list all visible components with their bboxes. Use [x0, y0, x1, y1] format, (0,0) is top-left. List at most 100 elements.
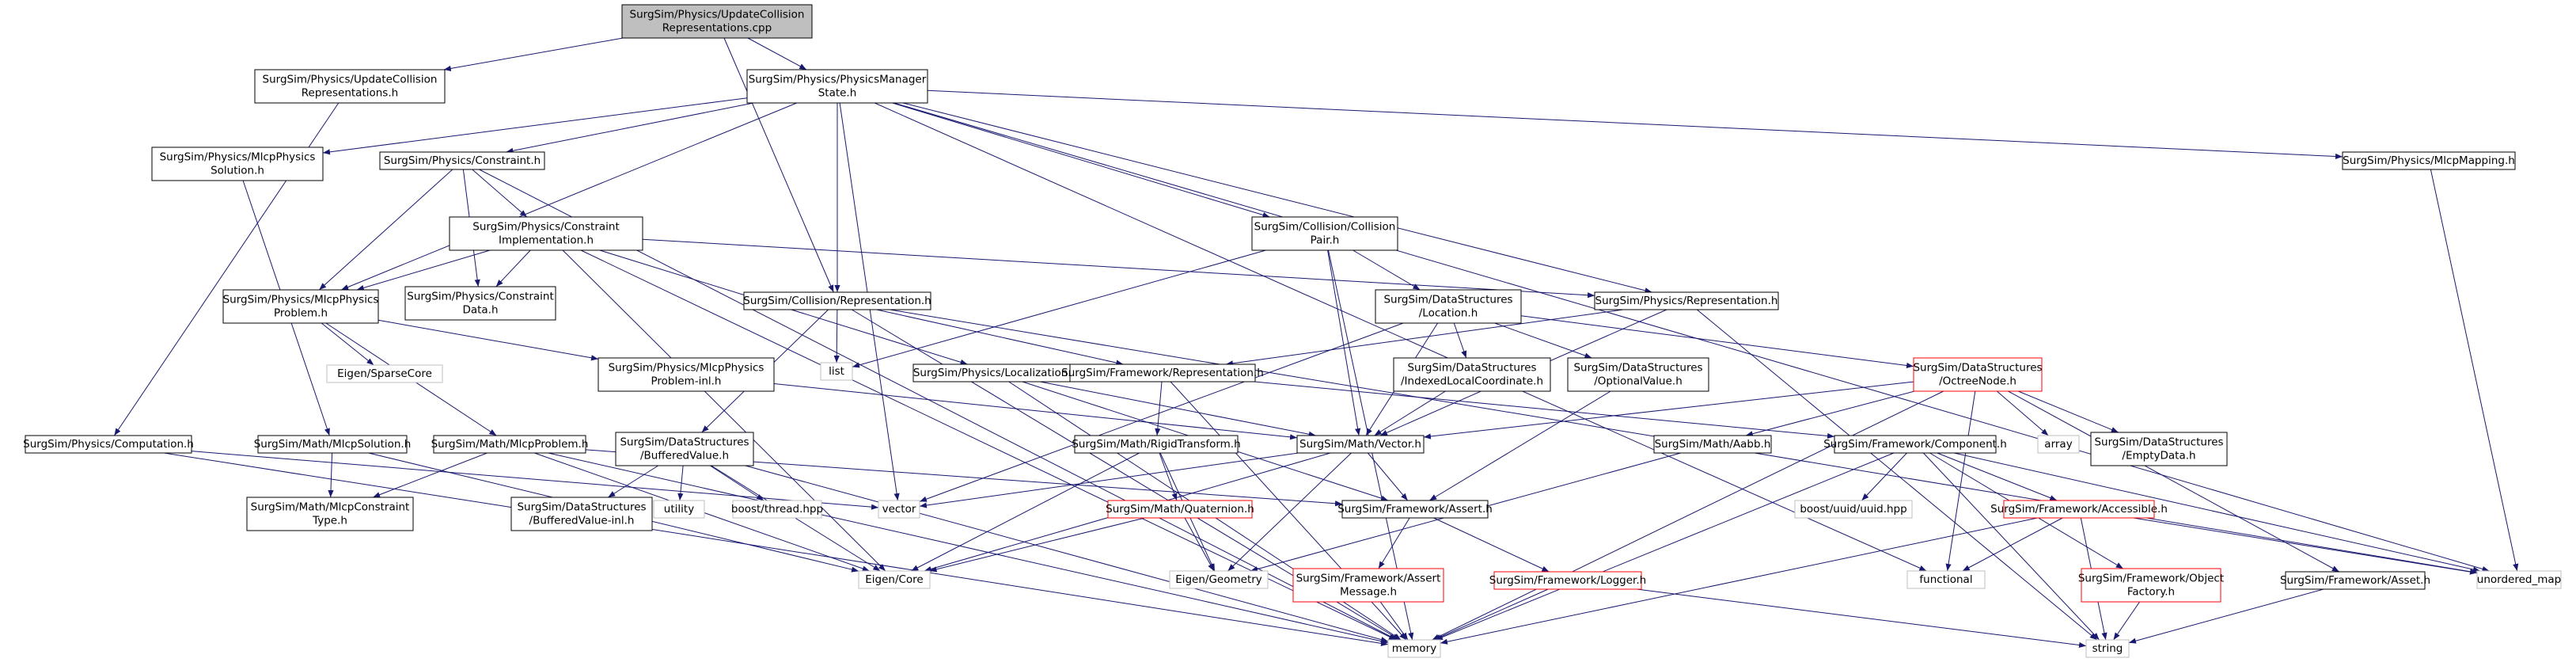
edge-bufval_h-to-boostthread: [710, 465, 764, 501]
node-label: SurgSim/Math/RigidTransform.h: [1072, 438, 1240, 451]
node-list[interactable]: list: [820, 362, 853, 381]
node-box: [653, 500, 705, 519]
node-physrep_h[interactable]: SurgSim/Physics/Representation.h: [1594, 291, 1779, 310]
node-array[interactable]: array: [2037, 435, 2080, 454]
edge-octree_h-to-memory: [1432, 390, 1944, 641]
node-box: [1906, 570, 1986, 589]
edge-colrep_h-to-fwrep_h: [876, 309, 1124, 366]
edge-colpair_h-to-location_h: [1352, 249, 1421, 291]
edge-octree_h-to-vector_h: [1423, 381, 1914, 440]
edge-rigid_h-to-quat_h: [1159, 452, 1178, 501]
node-box: [449, 216, 643, 251]
node-label: SurgSim/Physics/MlcpMapping.h: [2343, 154, 2515, 167]
node-bufval_h[interactable]: SurgSim/DataStructures/BufferedValue.h: [615, 432, 754, 466]
node-idxlocal_h[interactable]: SurgSim/DataStructures/IndexedLocalCoord…: [1393, 357, 1551, 392]
edge-bufval_h-to-memory: [745, 465, 1389, 643]
node-fwasset_h[interactable]: SurgSim/Framework/Asset.h: [2280, 571, 2430, 590]
node-fwrep_h[interactable]: SurgSim/Framework/Representation.h: [1061, 363, 1264, 382]
node-constraint_h[interactable]: SurgSim/Physics/Constraint.h: [379, 151, 545, 170]
node-string[interactable]: string: [2085, 639, 2130, 658]
node-label: Problem.h: [274, 307, 328, 320]
node-label: /IndexedLocalCoordinate.h: [1401, 375, 1543, 388]
node-memory[interactable]: memory: [1387, 639, 1441, 658]
node-umap[interactable]: unordered_map: [2476, 570, 2562, 589]
node-access_h[interactable]: SurgSim/Framework/Accessible.h: [1990, 500, 2168, 519]
node-comp_h[interactable]: SurgSim/Physics/Computation.h: [23, 435, 194, 454]
edge-pms_h-to-umap: [893, 102, 2490, 572]
node-octree_h[interactable]: SurgSim/DataStructures/OctreeNode.h: [1913, 357, 2043, 392]
node-optval_h[interactable]: SurgSim/DataStructures/OptionalValue.h: [1567, 357, 1709, 392]
node-label: Type.h: [312, 515, 347, 527]
node-box: [2037, 435, 2080, 454]
edge-colpair_h-to-vector_h: [1327, 249, 1361, 436]
node-box: [257, 435, 408, 454]
node-box: [254, 69, 446, 104]
node-quat_h[interactable]: SurgSim/Math/Quaternion.h: [1106, 500, 1254, 519]
edge-fwcomp_h-to-boostuuid: [1861, 452, 1907, 501]
node-label: SurgSim/Math/Vector.h: [1299, 438, 1421, 451]
edges-layer: [113, 37, 2519, 649]
node-emptydata_h[interactable]: SurgSim/DataStructures/EmptyData.h: [2090, 432, 2228, 466]
node-box: [1493, 571, 1642, 590]
node-rigid_h[interactable]: SurgSim/Math/RigidTransform.h: [1072, 435, 1241, 454]
node-mlcpmap_h[interactable]: SurgSim/Physics/MlcpMapping.h: [2342, 151, 2516, 170]
node-box: [598, 357, 775, 392]
node-local_h[interactable]: SurgSim/Physics/Localization.h: [912, 363, 1079, 382]
node-label: Representations.cpp: [662, 22, 772, 35]
node-box: [1594, 291, 1779, 310]
node-box: [820, 362, 853, 381]
node-mlcpprob_h[interactable]: SurgSim/Math/MlcpProblem.h: [431, 435, 589, 454]
node-cimpl_h[interactable]: SurgSim/Physics/ConstraintImplementation…: [449, 216, 643, 251]
node-vector[interactable]: vector: [878, 500, 920, 519]
node-label: list: [829, 365, 844, 378]
edge-mlcpprob_h-to-memory: [548, 452, 1389, 645]
node-box: [379, 151, 545, 170]
node-location_h[interactable]: SurgSim/DataStructures/Location.h: [1375, 289, 1522, 324]
node-label: vector: [882, 503, 916, 516]
edge-pms_h-to-mpp_h: [341, 102, 797, 291]
edge-rigid_h-to-eigcore: [911, 452, 1140, 572]
node-root[interactable]: SurgSim/Physics/UpdateCollisionRepresent…: [621, 4, 813, 39]
node-aabb_h[interactable]: SurgSim/Math/Aabb.h: [1653, 435, 1772, 454]
edge-location_h-to-idxlocal_h: [1453, 322, 1467, 359]
edge-octree_h-to-emptydata_h: [2018, 390, 2119, 433]
node-label: SurgSim/Physics/MlcpPhysics: [223, 294, 379, 306]
node-mlcpsolver_h[interactable]: SurgSim/Math/MlcpSolution.h: [254, 435, 412, 454]
node-fwcomp_h[interactable]: SurgSim/Framework/Component.h: [1823, 435, 2007, 454]
node-label: SurgSim/Framework/Component.h: [1823, 438, 2007, 451]
node-ucr_h[interactable]: SurgSim/Physics/UpdateCollisionRepresent…: [254, 69, 446, 104]
node-box: [151, 147, 324, 181]
edge-mppinl_h-to-vector_h: [773, 383, 1298, 440]
node-bufvalinl_h[interactable]: SurgSim/DataStructures/BufferedValue-inl…: [510, 497, 653, 531]
node-label: SurgSim/Physics/Representation.h: [1595, 295, 1778, 307]
node-eigsparse[interactable]: Eigen/SparseCore: [326, 364, 443, 383]
node-functional[interactable]: functional: [1906, 570, 1986, 589]
node-utility[interactable]: utility: [653, 500, 705, 519]
node-label: SurgSim/Collision/Collision: [1254, 221, 1396, 234]
node-box: [2342, 151, 2516, 170]
node-label: SurgSim/Collision/Representation.h: [743, 295, 931, 307]
node-logger_h[interactable]: SurgSim/Framework/Logger.h: [1489, 571, 1646, 590]
node-colrep_h[interactable]: SurgSim/Collision/Representation.h: [743, 291, 931, 310]
node-box: [1393, 357, 1551, 392]
edge-physrep_h-to-fwrep_h: [1225, 309, 1624, 367]
node-eiggeom[interactable]: Eigen/Geometry: [1169, 570, 1269, 589]
node-boostthread[interactable]: boost/thread.hpp: [731, 500, 823, 519]
node-vector_h[interactable]: SurgSim/Math/Vector.h: [1296, 435, 1425, 454]
node-assert_h[interactable]: SurgSim/Framework/Assert.h: [1337, 500, 1493, 519]
node-box: [615, 432, 754, 466]
node-label: SurgSim/Physics/Computation.h: [23, 438, 194, 451]
node-label: SurgSim/DataStructures: [1913, 362, 2042, 375]
node-eigcore[interactable]: Eigen/Core: [858, 570, 931, 589]
node-boostuuid[interactable]: boost/uuid/uuid.hpp: [1794, 500, 1913, 519]
node-box: [404, 286, 556, 321]
